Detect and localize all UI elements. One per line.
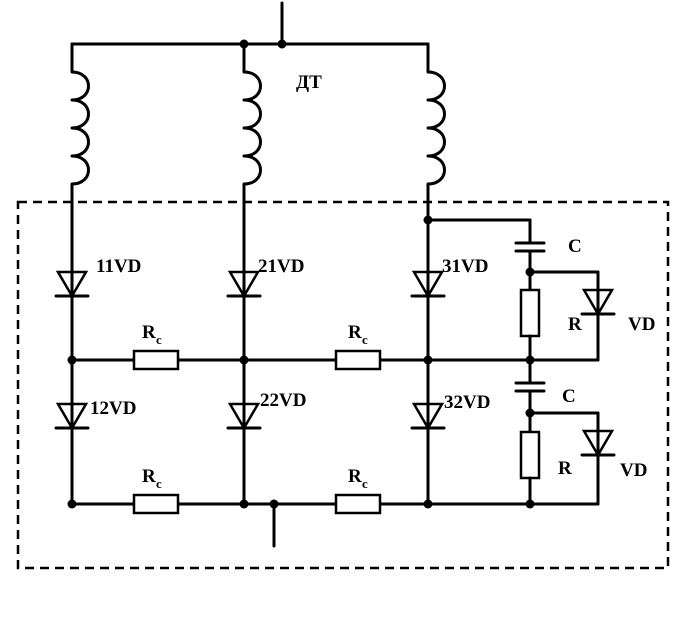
resistor-r-upper [519,288,541,338]
transformer-winding-2 [242,42,262,208]
diode-vd-lower-label: VD [620,460,647,481]
capacitor-c-lower-label: C [562,386,576,407]
transformer-winding-1 [70,42,90,208]
junction-top-bus-input [277,39,287,49]
svg-text:R: R [142,466,156,487]
resistor-rc-middle-right [334,349,382,371]
dashed-enclosure [16,200,670,570]
diode-21vd [226,270,262,299]
resistor-r-lower [519,430,541,480]
junction-middle-1 [67,355,77,365]
junction-bottom-3 [423,499,433,509]
junction-bottom-1 [67,499,77,509]
diode-31vd [410,270,446,299]
rc-label-middle-right: R c [348,322,368,347]
svg-text:c: c [156,476,162,491]
svg-text:c: c [362,476,368,491]
diode-12vd-label: 12VD [90,398,136,419]
transformer-label: ДТ [296,72,322,93]
svg-text:c: c [156,332,162,347]
resistor-r-lower-label: R [558,458,572,479]
diode-32vd-label: 32VD [444,392,490,413]
diode-32vd [410,402,446,431]
diode-vd-upper [580,288,616,317]
diode-22vd-label: 22VD [260,390,306,411]
diode-12vd [54,402,90,431]
svg-text:c: c [362,332,368,347]
capacitor-c-upper-label: C [568,236,582,257]
junction-bottom-2 [239,499,249,509]
diode-31vd-label: 31VD [442,256,488,277]
diode-11vd [54,270,90,299]
svg-text:R: R [348,322,362,343]
diode-11vd-label: 11VD [96,256,141,277]
junction-middle-3 [423,355,433,365]
svg-text:R: R [348,466,362,487]
junction-middle-2 [239,355,249,365]
resistor-rc-middle-left [132,349,180,371]
diode-vd-upper-label: VD [628,314,655,335]
resistor-rc-bottom-right [334,493,382,515]
diode-vd-lower [580,429,616,458]
diode-21vd-label: 21VD [258,256,304,277]
rc-label-bottom-left: R c [142,466,162,491]
diode-22vd [226,402,262,431]
resistor-r-upper-label: R [568,314,582,335]
rc-label-middle-left: R c [142,322,162,347]
resistor-rc-bottom-left [132,493,180,515]
transformer-winding-3 [426,42,446,208]
svg-text:R: R [142,322,156,343]
rc-label-bottom-right: R c [348,466,368,491]
